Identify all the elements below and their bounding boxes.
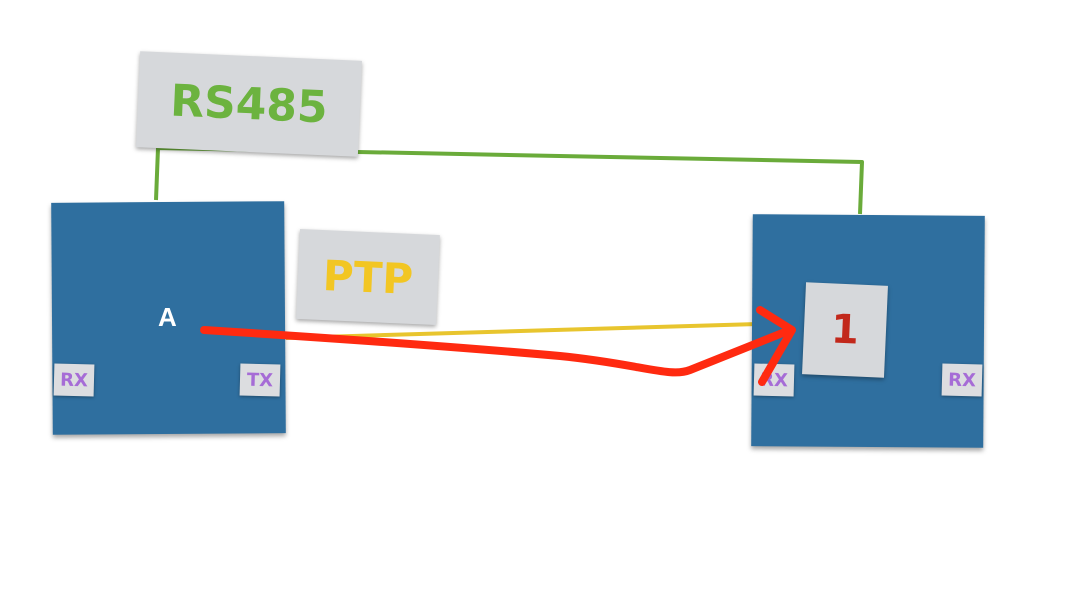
left-rx-port: RX [53,363,95,397]
left-rx-label: RX [59,369,89,391]
node-a-label: A [158,302,177,332]
rs485-wire [154,146,864,215]
ptp-label: PTP [321,250,415,304]
rs485-label: RS485 [169,75,329,133]
ptp-label-card: PTP [296,228,440,326]
marker-card: 1 [802,282,888,378]
right-rx-label-1: RX [759,369,789,391]
rs485-label-card: RS485 [136,51,362,157]
right-rx-label-2: RX [947,369,977,391]
right-rx-port-1: RX [753,363,795,397]
marker-label: 1 [830,306,860,354]
right-rx-port-2: RX [941,363,983,397]
left-tx-port: TX [239,363,281,397]
left-tx-label: TX [246,369,274,391]
ptp-wire [285,322,759,340]
